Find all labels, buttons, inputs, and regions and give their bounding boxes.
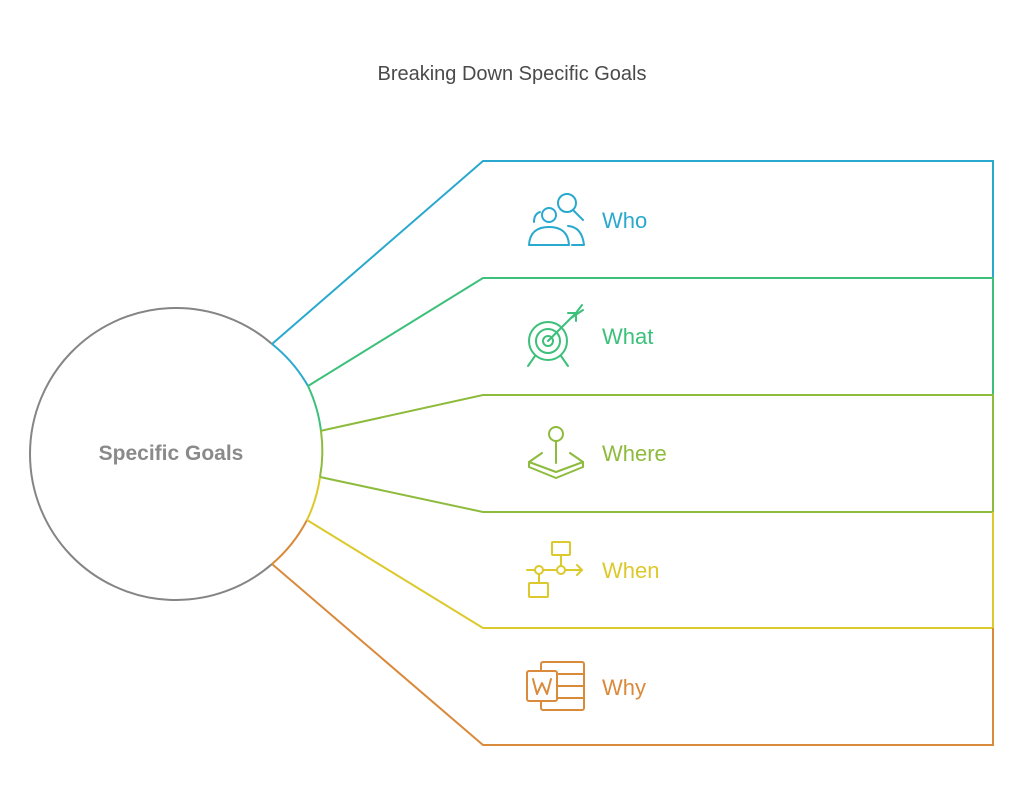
branch-label-when: When [602,558,659,583]
location-pin-icon [528,426,584,479]
branch-label-what: What [602,324,653,349]
branch-who-outline [271,160,994,345]
branch-why-outline [271,563,994,746]
timeline-flow-icon [526,541,583,598]
people-search-icon [528,193,585,246]
center-circle [29,307,273,601]
branch-when-outline [306,512,994,629]
branch-what-outline [307,277,994,395]
arc-when [306,476,321,521]
arc-who [271,343,309,387]
center-label: Specific Goals [99,442,244,465]
diagram-title: Breaking Down Specific Goals [377,63,647,85]
branch-label-who: Who [602,208,647,233]
branch-where-outline [319,394,994,513]
branch-label-why: Why [602,675,646,700]
arc-why [271,519,308,565]
arc-what [307,385,322,432]
target-arrow-icon [527,304,584,367]
document-icon [526,661,585,711]
arc-where [319,430,324,478]
branch-label-where: Where [602,441,667,466]
